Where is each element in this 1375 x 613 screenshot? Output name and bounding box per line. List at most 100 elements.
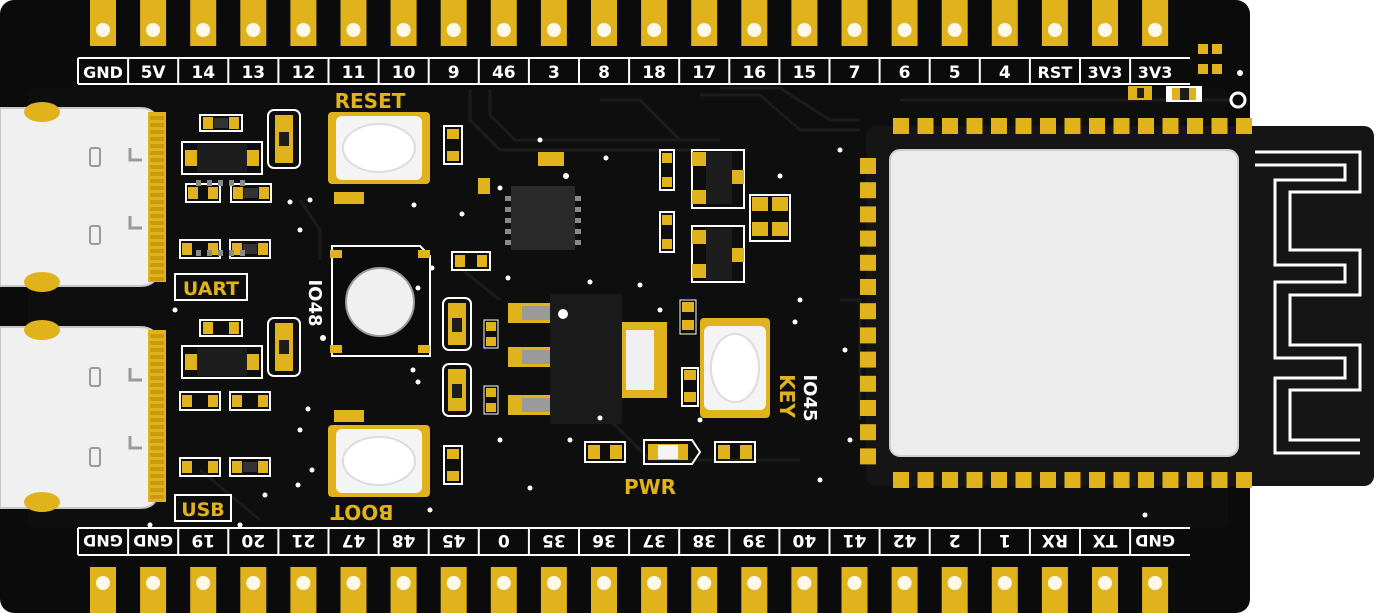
bottom-pin-label: 39 — [742, 530, 766, 550]
top-pin-label: 4 — [999, 63, 1011, 83]
top-pin-label: 3 — [548, 63, 560, 83]
bottom-header-pin — [90, 567, 116, 613]
top-pin-label: RST — [1038, 63, 1073, 82]
key-button[interactable] — [700, 318, 770, 418]
top-pin-label: 6 — [899, 63, 911, 83]
top-header-pin — [140, 0, 167, 46]
rgb-led-icon — [320, 245, 431, 357]
bottom-pin-label: 37 — [642, 530, 666, 550]
bottom-pin-label: 20 — [241, 530, 265, 550]
top-pin-label: 9 — [448, 63, 460, 83]
voltage-regulator — [508, 294, 667, 424]
top-header-pin — [641, 0, 668, 46]
usb-label: USB — [181, 499, 225, 521]
bottom-header-pin — [240, 567, 267, 613]
key-label: KEY — [775, 374, 799, 418]
bottom-header-pin — [540, 567, 567, 613]
top-pin-label: 11 — [342, 63, 366, 83]
boot-button[interactable] — [328, 425, 430, 497]
top-pin-label: 13 — [241, 63, 265, 83]
bottom-pin-label: 38 — [692, 530, 716, 550]
usb-c-connector-uart[interactable] — [0, 102, 166, 292]
uart-label-box: UART — [174, 273, 248, 301]
bottom-pin-label: 48 — [392, 530, 416, 550]
bottom-header-pin — [641, 567, 668, 613]
top-pin-label: 16 — [742, 63, 766, 83]
top-pin-label: 18 — [642, 63, 666, 83]
bottom-pin-label: 40 — [792, 530, 816, 550]
bottom-pin-label: 35 — [542, 530, 566, 550]
bottom-pin-label: 41 — [843, 530, 867, 550]
bottom-pin-label: GND — [1135, 531, 1175, 550]
usb-c-connector-usb[interactable] — [0, 320, 166, 512]
bottom-pin-label: RX — [1042, 530, 1068, 550]
bottom-header-pin — [941, 567, 968, 613]
top-pin-label: 46 — [492, 63, 516, 83]
top-pin-label: 12 — [292, 63, 316, 83]
bottom-header-pads — [90, 567, 1169, 613]
top-header-pin — [340, 0, 367, 46]
pcb-antenna-icon — [1255, 150, 1362, 455]
reset-button[interactable] — [328, 112, 430, 184]
top-header-pin — [741, 0, 768, 46]
bottom-header-pin — [1041, 567, 1068, 613]
top-pin-label: 14 — [191, 63, 215, 83]
top-right-smd-pads — [1128, 44, 1247, 109]
bottom-header-pin — [340, 567, 367, 613]
bottom-header-pin — [1142, 567, 1169, 613]
top-header-pin — [941, 0, 968, 46]
top-pin-label: 15 — [793, 63, 817, 83]
top-pin-label: 5 — [949, 63, 961, 83]
top-header-pin — [891, 0, 918, 46]
bottom-pin-label: GND — [83, 531, 123, 550]
bottom-header-pin — [791, 567, 818, 613]
bottom-header-pin — [140, 567, 167, 613]
bottom-pin-label: 45 — [442, 530, 466, 550]
bottom-pin-label: GND — [133, 531, 173, 550]
top-header-pin — [240, 0, 267, 46]
smd-components-left — [179, 109, 301, 477]
top-header-pin — [490, 0, 517, 46]
bottom-pin-label: 19 — [191, 530, 215, 550]
io48-label: IO48 — [304, 279, 325, 326]
bottom-pin-label: 36 — [592, 530, 616, 550]
bottom-header-pin — [390, 567, 417, 613]
bottom-header-pin — [741, 567, 768, 613]
top-pin-label: 7 — [849, 63, 861, 83]
bottom-header-pin — [440, 567, 467, 613]
top-header-pin — [390, 0, 417, 46]
top-header-pin — [691, 0, 718, 46]
top-pin-label: 17 — [692, 63, 716, 83]
top-header-pin — [991, 0, 1018, 46]
top-pin-label: 3V3 — [1138, 63, 1173, 82]
top-header-pin — [1092, 0, 1118, 46]
bottom-header-pin — [290, 567, 317, 613]
bottom-header-pin — [691, 567, 718, 613]
top-header-pin — [791, 0, 818, 46]
bottom-header-pin — [1092, 567, 1118, 613]
usb-label-box: USB — [174, 494, 232, 522]
bottom-pin-label: 2 — [949, 530, 961, 550]
bottom-header-pin — [190, 567, 217, 613]
smd-components-right — [659, 149, 791, 407]
top-pin-label: 3V3 — [1088, 63, 1123, 82]
boot-label: BOOT — [330, 500, 393, 524]
bottom-pin-label: 0 — [498, 530, 510, 550]
top-header-pads — [90, 0, 1169, 46]
bottom-header-pin — [991, 567, 1018, 613]
bottom-pin-label: 42 — [893, 530, 917, 550]
reset-label: RESET — [335, 89, 406, 113]
top-pin-label: GND — [83, 63, 123, 82]
top-header-pin — [841, 0, 868, 46]
uart-label: UART — [183, 278, 239, 300]
pcb-vias — [147, 137, 1148, 528]
bottom-header-pin — [591, 567, 617, 613]
top-header-pin — [1041, 0, 1068, 46]
bottom-pin-label: 21 — [292, 530, 316, 550]
top-pin-label: 10 — [392, 63, 416, 83]
top-header-pin — [90, 0, 116, 46]
bottom-pin-label: 47 — [342, 530, 366, 550]
power-led — [584, 439, 756, 465]
